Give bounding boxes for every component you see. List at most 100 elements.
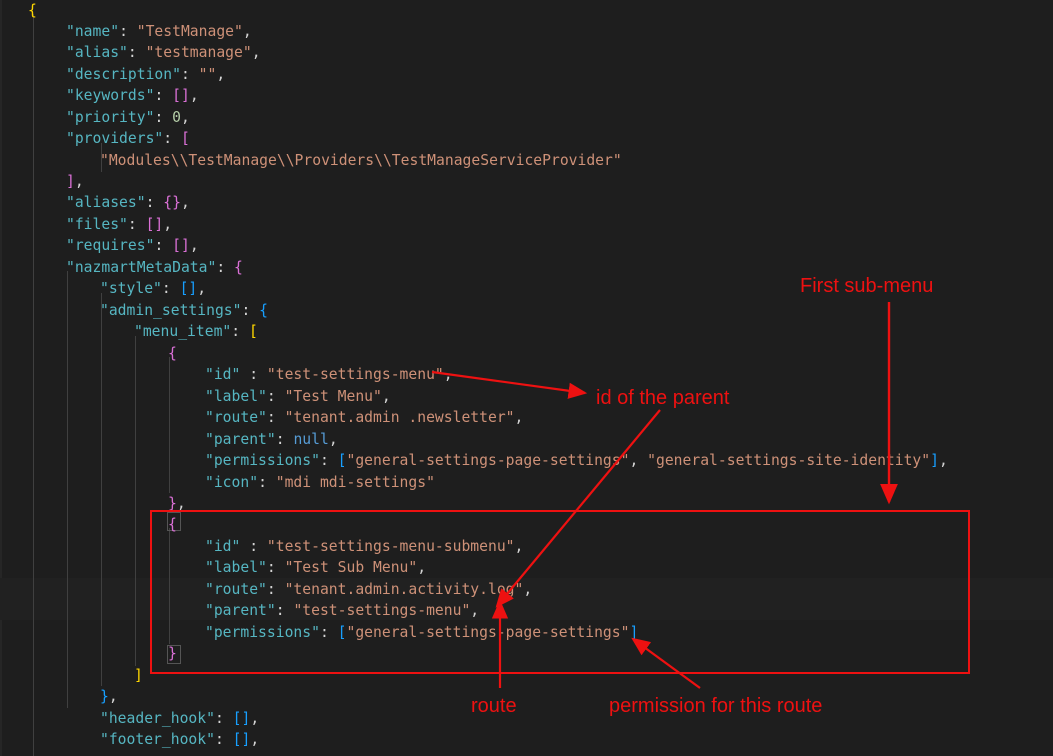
code-line[interactable]: }, [0,686,118,707]
code-line[interactable]: "route": "tenant.admin .newsletter", [0,407,523,428]
code-line[interactable]: "parent": null, [0,429,338,450]
code-token: : [161,280,180,297]
code-line[interactable]: "menu_item": [ [0,321,258,342]
code-token: "route" [205,581,267,598]
indent-guide [101,143,102,172]
code-token: , [108,688,118,705]
code-token: [] [145,216,164,233]
code-token: { [168,516,177,533]
code-token: , [250,731,260,748]
code-token: : [266,581,285,598]
code-token: "" [198,66,217,83]
code-line[interactable]: "nazmartMetaData": { [0,257,243,278]
code-line[interactable]: "route": "tenant.admin.activity.log", [0,579,532,600]
code-token: , [189,87,199,104]
code-token: "label" [205,559,267,576]
code-token: , [328,431,338,448]
code-token: : [214,731,233,748]
code-line[interactable]: }, [0,493,186,514]
code-line[interactable]: ], [0,171,84,192]
code-line[interactable]: "requires": [], [0,235,199,256]
code-line[interactable]: "footer_hook": [], [0,729,259,750]
code-token: , [443,366,453,383]
code-token: : [266,388,285,405]
code-token: "Test Menu" [284,388,382,405]
code-token: { [28,2,37,19]
code-line[interactable]: { [0,514,177,535]
code-token: , [216,66,226,83]
code-token: "priority" [66,109,155,126]
code-line[interactable]: { [0,343,177,364]
code-token: { [259,302,269,319]
code-line[interactable]: "aliases": {}, [0,192,190,213]
code-token: "testmanage" [145,44,252,61]
code-token: : [127,216,146,233]
code-token: : [119,23,137,40]
code-token: , [197,280,207,297]
code-token: ] [134,667,143,684]
code-line[interactable]: "name": "TestManage", [0,21,252,42]
code-token: "route" [205,409,267,426]
code-token: : [266,559,285,576]
code-token: , [250,710,260,727]
code-token: "Test Sub Menu" [284,559,418,576]
indent-guide [169,357,170,493]
code-token: ] [66,173,75,190]
code-token: "tenant.admin .newsletter" [284,409,515,426]
code-line[interactable]: "id" : "test-settings-menu-submenu", [0,536,523,557]
code-token: "menu_item" [134,323,232,340]
code-token: [ [180,130,190,147]
code-line[interactable]: "files": [], [0,214,172,235]
editor-left-rule [0,0,2,756]
code-token: "header_hook" [100,710,215,727]
code-token: [] [179,280,198,297]
code-token: "id" [205,366,241,383]
code-token: "general-settings-page-settings" [346,452,630,469]
code-line[interactable]: } [0,643,177,664]
code-token: , [381,388,391,405]
code-line[interactable]: "providers": [ [0,128,190,149]
code-token: : [241,302,260,319]
code-token: "parent" [205,431,276,448]
code-token: : [231,323,249,340]
code-token: , [629,452,648,469]
code-token: { [168,345,177,362]
code-token: "general-settings-page-settings" [346,624,630,641]
code-line[interactable]: "description": "", [0,64,225,85]
code-line[interactable]: "id" : "test-settings-menu", [0,364,453,385]
code-token: , [189,237,199,254]
code-line[interactable]: "label": "Test Sub Menu", [0,557,426,578]
code-token: ] [930,452,939,469]
code-token: "id" [205,538,241,555]
code-line[interactable]: "label": "Test Menu", [0,386,391,407]
code-token: , [180,194,190,211]
indent-guide [33,14,34,756]
code-token: , [514,409,524,426]
code-line[interactable]: "priority": 0, [0,107,190,128]
code-token: [ [337,624,347,641]
code-line[interactable]: "header_hook": [], [0,708,259,729]
code-line[interactable]: { [0,0,37,21]
code-token: "Modules\\TestManage\\Providers\\TestMan… [100,152,622,169]
code-token: : [180,66,199,83]
code-line[interactable]: "icon": "mdi mdi-settings" [0,472,435,493]
code-token: , [514,538,524,555]
code-token: : [154,87,173,104]
code-token: "parent" [205,602,276,619]
code-line[interactable]: "permissions": ["general-settings-page-s… [0,622,638,643]
code-token: "TestManage" [136,23,243,40]
code-line[interactable]: "keywords": [], [0,85,199,106]
code-token: : [154,109,173,126]
code-line[interactable]: "parent": "test-settings-menu", [0,600,479,621]
code-line[interactable]: "alias": "testmanage", [0,42,261,63]
code-line[interactable]: "Modules\\TestManage\\Providers\\TestMan… [0,150,622,171]
code-token: : [258,474,276,491]
code-line[interactable]: "style": [], [0,278,206,299]
code-line[interactable]: "admin_settings": { [0,300,268,321]
code-token: "providers" [66,130,164,147]
code-token: "footer_hook" [100,731,215,748]
code-line[interactable]: ] [0,665,143,686]
code-token: "aliases" [66,194,146,211]
code-line[interactable]: "permissions": ["general-settings-page-s… [0,450,948,471]
